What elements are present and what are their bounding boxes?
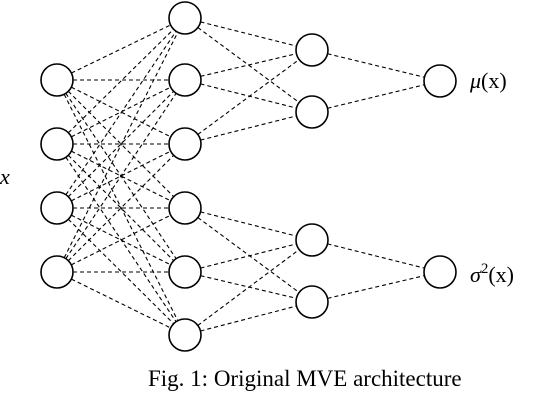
output-label-variance: σ2(x) (470, 261, 514, 287)
hidden2-node-1 (295, 33, 329, 67)
network-edges (63, 21, 425, 332)
network-nodes (40, 1, 457, 352)
edge-l0n2-l1n2 (71, 86, 171, 138)
input-node-2 (40, 127, 74, 161)
edge-l1n4-l2n3 (200, 211, 297, 237)
output-node-2 (423, 255, 457, 289)
edge-l0n1-l1n4 (67, 90, 175, 198)
hidden1-node-4 (168, 191, 202, 225)
edge-l1n6-l2n4 (200, 305, 297, 332)
edge-l0n3-l1n2 (67, 90, 175, 198)
hidden1-node-6 (168, 318, 202, 352)
edge-l0n1-l1n1 (71, 24, 171, 74)
edge-l0n3-l1n3 (71, 150, 171, 202)
mean-argument: (x) (481, 68, 507, 93)
input-node-3 (40, 191, 74, 225)
hidden2-node-4 (295, 285, 329, 319)
edge-l0n3-l1n1 (65, 30, 177, 196)
input-node-1 (40, 63, 74, 97)
hidden2-node-3 (295, 223, 329, 257)
figure-caption: Fig. 1: Original MVE architecture (148, 366, 462, 391)
edge-l1n2-l2n1 (200, 53, 297, 77)
edge-l1n3-l2n2 (200, 115, 297, 141)
edge-l1n2-l2n2 (200, 83, 297, 109)
edge-l2n3-l3n2 (327, 243, 425, 269)
variance-exponent: 2 (481, 261, 489, 277)
hidden1-node-2 (168, 63, 202, 97)
edge-l1n3-l2n1 (197, 59, 300, 135)
edge-l0n3-l1n5 (71, 214, 171, 266)
mean-symbol: μ (469, 68, 481, 93)
edge-l0n2-l1n4 (71, 150, 171, 202)
hidden1-node-1 (168, 1, 202, 35)
edge-l1n6-l2n3 (197, 249, 300, 326)
edge-l0n4-l1n2 (65, 93, 177, 259)
edge-l2n1-l3n1 (327, 53, 425, 78)
edge-l0n2-l1n5 (67, 154, 175, 262)
output-node-1 (423, 64, 457, 98)
edge-l0n4-l1n4 (71, 214, 171, 266)
edge-l1n4-l2n4 (197, 217, 300, 293)
input-node-4 (40, 255, 74, 289)
edge-l1n1-l2n1 (200, 21, 297, 47)
hidden1-node-5 (168, 255, 202, 289)
edge-l0n2-l1n6 (65, 156, 177, 323)
output-label-mean: μ(x) (469, 68, 507, 93)
input-label: x (0, 164, 10, 189)
edge-l1n5-l2n3 (200, 243, 297, 269)
variance-argument: (x) (488, 262, 514, 287)
hidden1-node-3 (168, 127, 202, 161)
variance-symbol: σ (470, 262, 482, 287)
edge-l0n4-l1n6 (71, 278, 171, 329)
edge-l0n4-l1n1 (63, 32, 179, 258)
edge-l0n2-l1n1 (68, 28, 174, 134)
edge-l0n1-l1n6 (63, 94, 179, 321)
edge-l0n3-l1n6 (67, 218, 175, 325)
edge-l2n4-l3n2 (327, 275, 425, 299)
edge-l0n1-l1n3 (71, 86, 171, 138)
edge-l0n4-l1n3 (67, 154, 175, 262)
edge-l2n2-l3n1 (327, 84, 425, 109)
hidden2-node-2 (295, 95, 329, 129)
